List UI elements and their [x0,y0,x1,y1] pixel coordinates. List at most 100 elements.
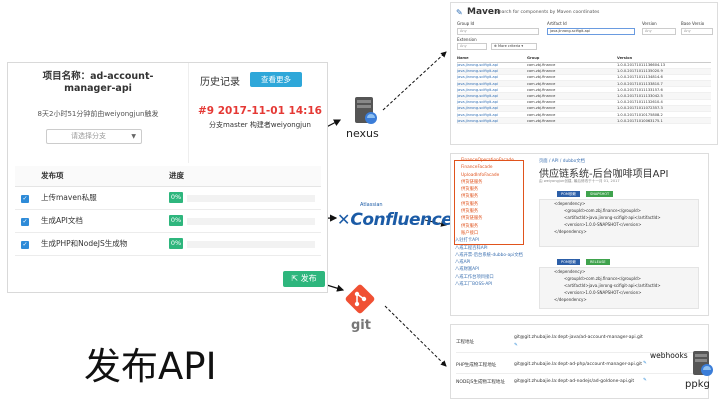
table-cell: 1.0.0.20171011133042.5 [617,92,711,100]
sidebar-item[interactable]: 入驻打卡API [455,238,479,244]
table-cell: java.jinrong-scifigit-api [457,62,527,69]
page-meta: 由 weiyongjun创建, 最后修改于十一月 01, 2017 [539,179,620,183]
git-row: PHP生成物工程地址 git@git.zhubajie.la:dept-ad-p… [456,357,706,374]
arrow-confluence-page [424,219,447,227]
base-version-input[interactable]: Any [681,28,713,35]
git-logo-icon [345,284,375,314]
sidebar-item[interactable]: 八戒工程百科API [455,245,488,251]
table-cell: 1.0.0.20171011134814.6 [617,74,711,82]
git-row-label: PHP生成物工程地址 [456,363,497,368]
snapshot-tag: SNAPSHOT [586,191,614,197]
chevron-down-icon: ▼ [131,133,136,140]
git-row-value: git@git.zhubajie.la:dept-ad-nodejs/ad-go… [514,379,635,384]
version-label: Version [642,21,657,26]
branch-placeholder: 请选择分支 [71,132,106,140]
table-cell: 1.0.0.20171010175808.2 [617,111,711,119]
branch-select[interactable]: 请选择分支 ▼ [46,129,142,144]
sidebar-item[interactable]: 八戒工作台项目接口 [455,274,494,280]
sidebar-item[interactable]: FinanceFacade [461,165,493,171]
git-label: git [351,318,371,333]
maven-logo: Maven [467,7,501,17]
sidebar-item[interactable]: 供货链服务 [461,179,483,185]
more-criteria-button[interactable]: ⊕ More criteria ▾ [491,43,537,50]
version-input[interactable]: Any [642,28,676,35]
select-column [15,166,41,187]
publish-button[interactable]: ⇱ 发布 [283,271,325,287]
table-cell: com.zbj.finance [527,74,617,82]
sidebar-item[interactable]: 供货服务 [461,194,479,200]
maven-subtitle: Search for components by Maven coordinat… [496,10,600,15]
code-line: </dependency> [554,229,587,234]
sidebar-item[interactable]: 账户接口 [461,230,479,236]
row-checkbox[interactable]: ✓ [21,194,29,203]
row-checkbox[interactable]: ✓ [21,217,29,226]
table-cell: com.zbj.finance [527,111,617,119]
progress-badge: 0% [169,238,183,249]
slide-title: 发布API [84,345,217,388]
table-cell: com.zbj.finance [527,99,617,106]
row-checkbox[interactable]: ✓ [21,240,29,249]
col-version: Version [617,55,711,63]
sidebar-item[interactable]: 八戒开票-后台系统-dubbo-api文档 [455,252,523,258]
breadcrumb[interactable]: 页面 / API / dubbo文档 [539,159,585,164]
release-tag: RELEASE [586,259,610,265]
edit-icon[interactable]: ✎ [643,378,647,383]
table-cell: com.zbj.finance [527,62,617,69]
progress-track [187,240,315,248]
code-line: <artifactId>java.jinrong-scifigit-api</a… [564,215,661,220]
sidebar-item[interactable]: 供货服务 [461,223,479,229]
sidebar-item[interactable]: 八戒财富API [455,267,479,273]
sidebar-item[interactable]: 供货服务 [461,201,479,207]
sidebar-item[interactable]: FinanceOperationFacade [461,158,514,163]
table-cell: 1.0.0.20171011072357.3 [617,105,711,113]
table-cell: java.jinrong-scifigit-api [457,92,527,100]
maven-search-panel: ✎ Maven Search for components by Maven c… [450,2,718,145]
table-cell: com.zbj.finance [527,80,617,88]
edit-icon[interactable]: ✎ [643,361,647,366]
nexus-server-icon [355,97,377,124]
confluence-logo: Atlassian ✕Confluence [337,202,453,230]
sidebar-item[interactable]: 供货链服务 [461,216,483,222]
group-input[interactable]: Any [457,28,539,35]
code-line: <dependency> [554,201,586,206]
build-author: 分支master 构建者weiyongjun [208,121,311,129]
table-cell: java.jinrong-scifigit-api [457,74,527,82]
sidebar-item[interactable]: 供货服务 [461,187,479,193]
external-link-icon: ⇱ [291,274,299,283]
table-cell: java.jinrong-scifigit-api [457,99,527,106]
table-cell: java.jinrong-scifigit-api [457,80,527,88]
webhooks-label: webhooks [650,351,688,360]
item-name: 生成API文档 [41,209,169,233]
code-line: <dependency> [554,269,586,274]
view-more-button[interactable]: 查看更多 [250,72,302,87]
sidebar-item[interactable]: 八戒工厂BOSS-API [455,282,493,288]
extension-input[interactable]: Any [457,43,487,50]
sidebar-item[interactable]: 供货服务 [461,209,479,215]
git-row: 工程地址 git@git.zhubajie.la:dept-java/ad-ac… [456,333,706,353]
arrow-nexus-maven [382,51,447,111]
build-number: #9 2017-11-01 14:16 [197,105,322,117]
code-line: <groupId>com.zbj.finance</groupId> [564,208,641,213]
table-row: ✓ 上传maven私服 0% [15,186,321,210]
project-name: 项目名称：ad-account- manager-api [42,71,154,94]
divider [188,63,189,163]
pom-tag: POM依赖 [557,191,580,197]
artifact-input[interactable]: java.jinrong-scifigit-api [547,28,635,35]
history-title: 历史记录 [200,77,240,88]
table-cell: com.zbj.finance [527,92,617,100]
table-cell: com.zbj.finance [527,105,617,113]
sidebar-highlight [454,160,524,245]
edit-icon[interactable]: ✎ [514,343,518,348]
sidebar-item[interactable]: UploadInfoFacade [461,172,500,178]
sidebar-item[interactable]: 八戒API [455,260,471,266]
